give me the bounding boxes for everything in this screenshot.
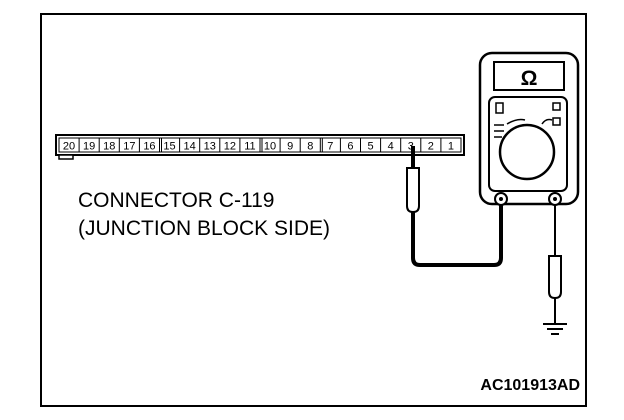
rotary-dial: [498, 123, 556, 181]
pin-label-2: 2: [428, 141, 434, 153]
figure-id: AC101913AD: [480, 377, 580, 394]
connector-caption-line2: (JUNCTION BLOCK SIDE): [78, 217, 331, 240]
pin-label-19: 19: [83, 141, 95, 153]
probe-tip: [411, 146, 415, 168]
pin-label-14: 14: [184, 141, 196, 153]
pin-label-9: 9: [287, 141, 293, 153]
connector-pin-cells: 20 19 18 17 16 15 14 13 12 11 10 9 8 7 6 5 4 3 2 1: [63, 138, 454, 153]
meter-display: [493, 61, 565, 91]
pin-label-7: 7: [327, 141, 333, 153]
multimeter: Ω: [478, 51, 580, 206]
pin-label-1: 1: [448, 141, 454, 153]
pin-label-8: 8: [307, 141, 313, 153]
range-switch-left: [495, 102, 504, 114]
pin-label-15: 15: [163, 141, 175, 153]
range-marks: [494, 124, 504, 138]
jack-right-center: [553, 197, 557, 201]
figure-frame: [40, 13, 587, 407]
pin-label-5: 5: [367, 141, 373, 153]
probe-handle: [406, 167, 420, 214]
ground-probe-handle: [548, 255, 562, 300]
pin-label-4: 4: [388, 141, 394, 153]
pin-label-20: 20: [63, 141, 75, 153]
jack-left-center: [499, 197, 503, 201]
ohm-symbol: Ω: [521, 67, 538, 90]
pin-label-6: 6: [347, 141, 353, 153]
pin-label-17: 17: [123, 141, 135, 153]
pin-label-12: 12: [224, 141, 236, 153]
selector-arc-right: [541, 118, 553, 125]
pin-label-3: 3: [408, 141, 414, 153]
pin-label-11: 11: [244, 141, 255, 153]
connector-caption-line1: CONNECTOR C-119: [78, 189, 275, 212]
range-switch-right: [552, 117, 561, 126]
ground-lead: [543, 204, 567, 335]
pin-label-13: 13: [204, 141, 216, 153]
probe-lead-wire: [411, 204, 503, 267]
range-switch-right-top: [552, 102, 561, 111]
selector-arc: [506, 118, 526, 125]
pin-label-10: 10: [264, 141, 276, 153]
pin-label-16: 16: [143, 141, 155, 153]
pin-label-18: 18: [103, 141, 115, 153]
connector-c119: 20 19 18 17 16 15 14 13 12 11 10 9 8 7 6 5 4 3 2 1: [55, 134, 465, 160]
connector-lock-tab: [58, 154, 74, 160]
